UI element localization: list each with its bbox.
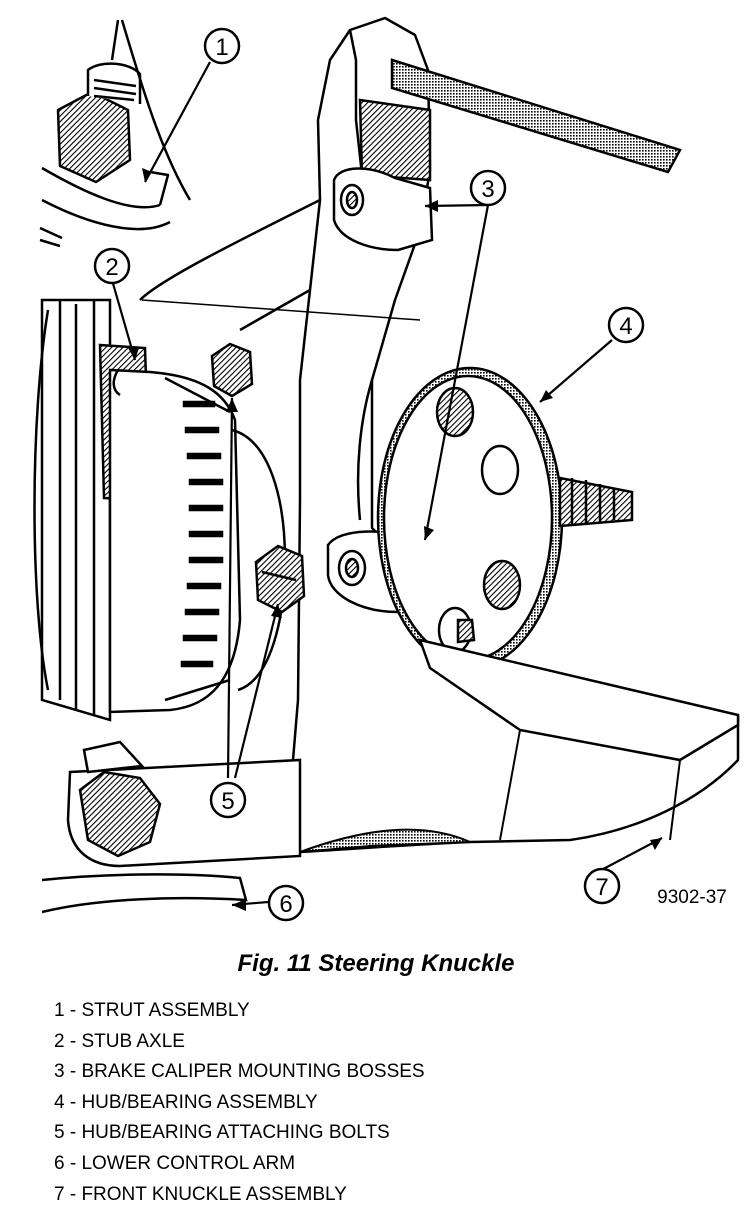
svg-text:3: 3 bbox=[481, 176, 494, 203]
knuckle-shadow bbox=[299, 828, 471, 853]
legend-item: 2 - STUB AXLE bbox=[54, 1030, 185, 1052]
callout-5: 5 bbox=[209, 781, 247, 819]
svg-text:1: 1 bbox=[215, 34, 228, 61]
figure-caption: Fig. 11 Steering Knuckle bbox=[237, 950, 515, 977]
callout-1: 1 bbox=[203, 27, 241, 65]
callout-2: 2 bbox=[93, 247, 131, 285]
svg-text:7: 7 bbox=[595, 874, 608, 901]
hub-bearing-drawing bbox=[376, 366, 634, 670]
svg-text:6: 6 bbox=[279, 891, 292, 918]
leader-arrowheads bbox=[128, 168, 662, 911]
legend-item: 3 - BRAKE CALIPER MOUNTING BOSSES bbox=[54, 1061, 425, 1083]
figure-id: 9302-37 bbox=[657, 887, 727, 908]
svg-text:5: 5 bbox=[221, 788, 234, 815]
legend-item: 7 - FRONT KNUCKLE ASSEMBLY bbox=[54, 1183, 347, 1205]
svg-text:4: 4 bbox=[619, 313, 632, 340]
legend-item: 6 - LOWER CONTROL ARM bbox=[54, 1152, 296, 1174]
lower-control-arm-drawing bbox=[41, 740, 302, 914]
stub-axle-drawing bbox=[33, 298, 287, 722]
legend-list: 1 - STRUT ASSEMBLY 2 - STUB AXLE 3 - BRA… bbox=[54, 996, 425, 1210]
callout-7: 7 bbox=[583, 867, 621, 905]
caliper-arm-shading bbox=[390, 58, 682, 174]
callout-3: 3 bbox=[469, 169, 507, 207]
steering-knuckle-illustration: 1 2 3 4 5 6 7 9302-37 bbox=[33, 16, 740, 922]
legend-item: 4 - HUB/BEARING ASSEMBLY bbox=[54, 1091, 318, 1113]
strut-assembly-drawing bbox=[39, 19, 192, 248]
svg-text:2: 2 bbox=[105, 254, 118, 281]
legend-item: 5 - HUB/BEARING ATTACHING BOLTS bbox=[54, 1122, 390, 1144]
legend-item: 1 - STRUT ASSEMBLY bbox=[54, 1000, 250, 1021]
callout-4: 4 bbox=[607, 306, 645, 344]
hub-attaching-bolts bbox=[210, 342, 306, 614]
callout-6: 6 bbox=[267, 884, 305, 922]
